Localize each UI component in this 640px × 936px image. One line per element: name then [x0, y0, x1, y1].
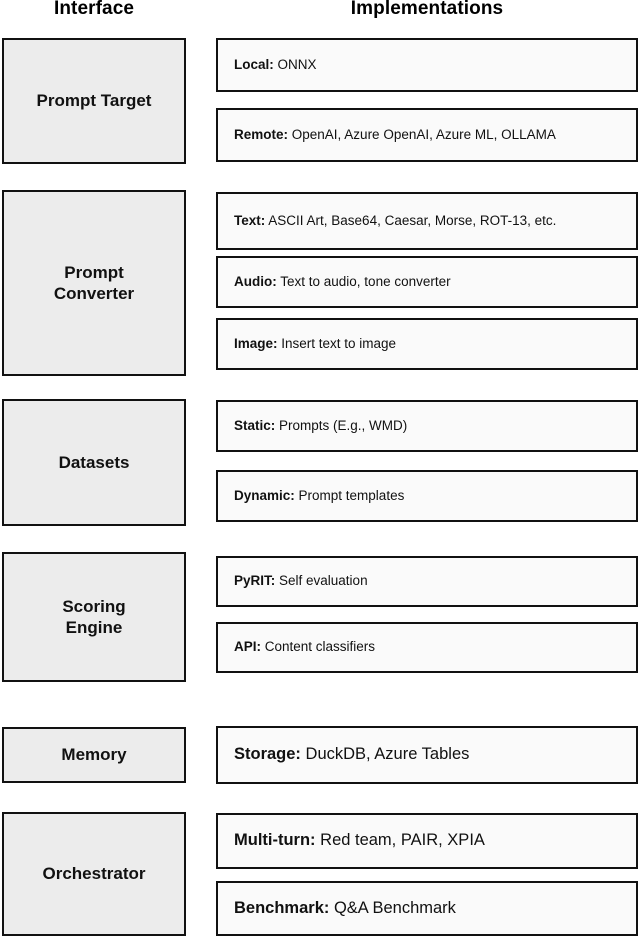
implementation-value: Self evaluation	[275, 573, 368, 589]
interface-label: Prompt Target	[36, 91, 152, 111]
implementation-value: ONNX	[273, 56, 317, 72]
implementation-key: Benchmark:	[234, 898, 330, 917]
implementation-value: Q&A Benchmark	[329, 898, 456, 917]
implementation-value: Insert text to image	[277, 335, 397, 351]
implementation-label: Static: Prompts (E.g., WMD)	[218, 418, 407, 434]
implementation-box-text: Text: ASCII Art, Base64, Caesar, Morse, …	[216, 192, 638, 250]
implementation-label: Audio: Text to audio, tone converter	[218, 274, 451, 290]
column-header-interface: Interface	[53, 0, 135, 19]
implementation-value: Prompt templates	[294, 487, 405, 503]
implementation-label: PyRIT: Self evaluation	[218, 573, 368, 589]
implementation-key: Dynamic:	[234, 487, 295, 503]
implementation-key: PyRIT:	[234, 573, 276, 589]
implementation-box-local: Local: ONNX	[216, 38, 638, 92]
implementation-value: Text to audio, tone converter	[276, 273, 451, 289]
implementation-key: Text:	[234, 212, 266, 228]
implementation-value: OpenAI, Azure OpenAI, Azure ML, OLLAMA	[288, 126, 556, 142]
implementation-label: Text: ASCII Art, Base64, Caesar, Morse, …	[218, 213, 556, 229]
implementation-label: Benchmark: Q&A Benchmark	[218, 899, 456, 919]
implementation-label: Remote: OpenAI, Azure OpenAI, Azure ML, …	[218, 127, 556, 143]
implementation-box-audio: Audio: Text to audio, tone converter	[216, 256, 638, 308]
implementation-key: Static:	[234, 417, 276, 433]
implementation-key: Multi-turn:	[234, 831, 316, 850]
interface-box-memory: Memory	[2, 727, 186, 783]
implementation-box-api: API: Content classifiers	[216, 622, 638, 673]
interface-label: Orchestrator	[42, 864, 146, 884]
interface-box-orchestrator: Orchestrator	[2, 812, 186, 936]
implementation-value: Red team, PAIR, XPIA	[315, 831, 485, 850]
interface-label: Memory	[61, 745, 127, 765]
implementation-value: Prompts (E.g., WMD)	[275, 417, 408, 433]
interface-box-prompt-target: Prompt Target	[2, 38, 186, 164]
implementation-key: Image:	[234, 335, 278, 351]
implementation-key: API:	[234, 639, 261, 655]
implementation-box-benchmark: Benchmark: Q&A Benchmark	[216, 881, 638, 936]
implementation-value: ASCII Art, Base64, Caesar, Morse, ROT-13…	[265, 212, 557, 228]
implementation-box-pyrit: PyRIT: Self evaluation	[216, 556, 638, 607]
implementation-box-multi-turn: Multi-turn: Red team, PAIR, XPIA	[216, 813, 638, 869]
implementation-label: Image: Insert text to image	[218, 336, 396, 352]
implementation-key: Audio:	[234, 273, 277, 289]
column-header-implementations: Implementations	[350, 0, 504, 19]
implementation-value: DuckDB, Azure Tables	[300, 745, 470, 764]
implementation-label: Dynamic: Prompt templates	[218, 488, 404, 504]
implementation-label: API: Content classifiers	[218, 639, 375, 655]
implementation-label: Storage: DuckDB, Azure Tables	[218, 745, 469, 765]
implementation-box-remote: Remote: OpenAI, Azure OpenAI, Azure ML, …	[216, 108, 638, 162]
implementation-box-static: Static: Prompts (E.g., WMD)	[216, 400, 638, 452]
implementation-label: Multi-turn: Red team, PAIR, XPIA	[218, 831, 485, 851]
implementation-box-storage: Storage: DuckDB, Azure Tables	[216, 726, 638, 784]
interface-label: Datasets	[58, 452, 130, 472]
implementation-key: Storage:	[234, 745, 301, 764]
implementation-key: Remote:	[234, 126, 289, 142]
implementation-box-dynamic: Dynamic: Prompt templates	[216, 470, 638, 522]
interface-box-datasets: Datasets	[2, 399, 186, 526]
implementation-key: Local:	[234, 56, 274, 72]
implementation-label: Local: ONNX	[218, 57, 317, 73]
implementation-box-image: Image: Insert text to image	[216, 318, 638, 370]
implementation-value: Content classifiers	[261, 639, 376, 655]
